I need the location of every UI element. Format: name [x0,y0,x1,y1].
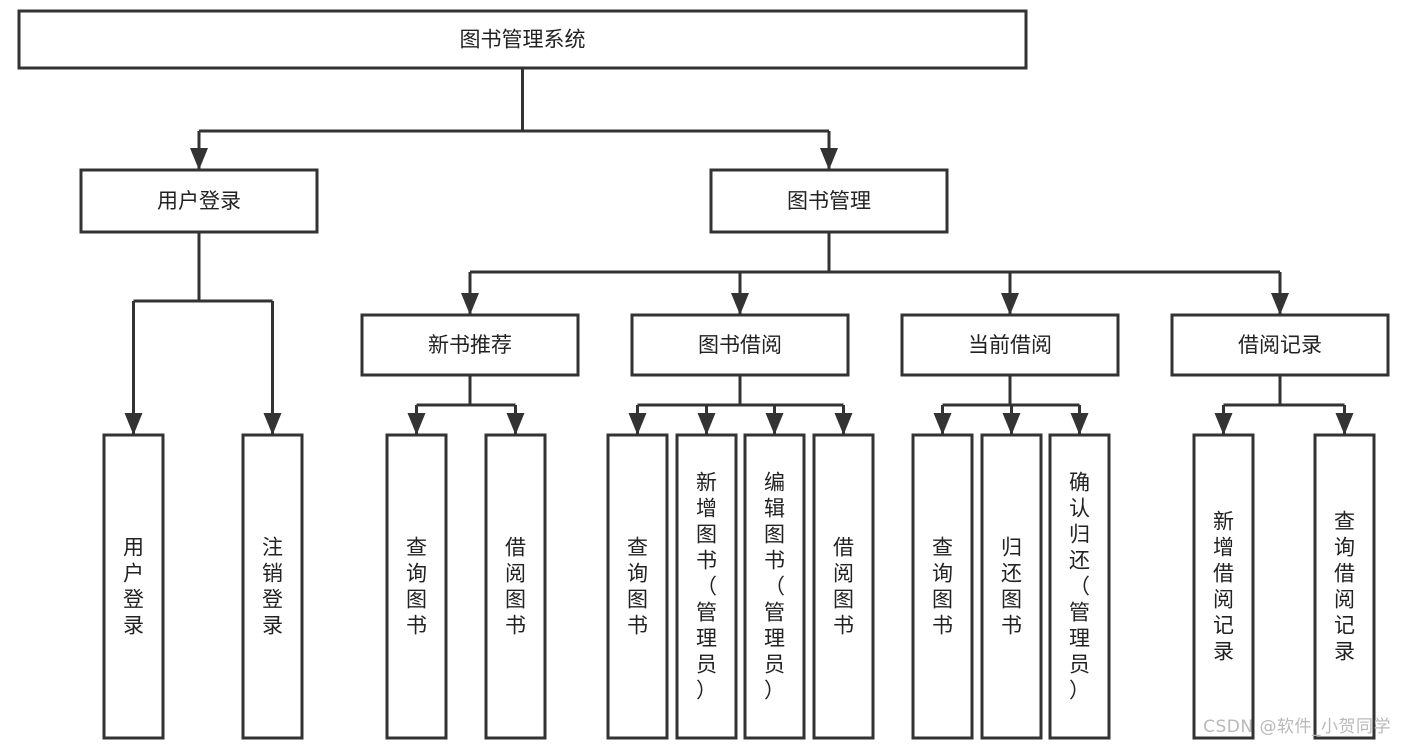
arrow-head-icon [1335,413,1354,435]
arrow-head-icon [1214,413,1233,435]
node-level3-0-新书推荐[interactable]: 新书推荐 [360,313,580,377]
node-leaf-5-新增图书管理员[interactable]: 新增图书（管理员） [675,433,738,740]
node-label: 新书推荐 [428,333,512,357]
connectors-layer [124,68,1354,435]
arrow-head-icon [407,413,426,435]
arrow-head-icon [1002,413,1021,435]
node-label: 归还图书 [1001,536,1022,638]
node-box [484,433,547,740]
node-box [360,313,580,377]
node-label: 借阅图书 [833,536,854,638]
node-box [812,433,875,740]
node-box [911,433,974,740]
node-label: 借阅图书 [505,536,526,638]
watermark-text: CSDN @软件_小贺同学 [1203,717,1391,737]
node-label: 用户登录 [123,536,144,638]
node-box [900,313,1120,377]
node-label: 确认归还（管理员） [1069,471,1090,703]
arrow-head-icon [124,413,143,435]
node-box [606,433,669,740]
node-label: 图书管理 [787,189,871,213]
node-leaf-10-确认归还管理员[interactable]: 确认归还（管理员） [1048,433,1111,740]
node-box [241,433,304,740]
node-level3-1-图书借阅[interactable]: 图书借阅 [630,313,850,377]
node-leaf-3-借阅图书[interactable]: 借阅图书 [484,433,547,740]
node-label: 查询借阅记录 [1334,510,1355,664]
node-label: 当前借阅 [968,333,1052,357]
node-leaf-12-查询借阅记录[interactable]: 查询借阅记录 [1313,433,1376,740]
node-leaf-1-注销登录[interactable]: 注销登录 [241,433,304,740]
node-leaf-7-借阅图书[interactable]: 借阅图书 [812,433,875,740]
node-box [675,433,738,740]
node-label: 图书管理系统 [460,28,586,52]
arrow-head-icon [731,293,749,315]
node-box [102,433,165,740]
node-label: 编辑图书（管理员） [764,471,785,703]
node-label: 用户登录 [157,189,241,213]
node-box [17,9,1028,70]
node-level3-2-当前借阅[interactable]: 当前借阅 [900,313,1120,377]
node-root-0-图书管理系统[interactable]: 图书管理系统 [17,9,1028,70]
arrow-head-icon [820,148,838,170]
arrow-head-icon [765,413,784,435]
node-leaf-6-编辑图书管理员[interactable]: 编辑图书（管理员） [743,433,806,740]
node-label: 新增图书（管理员） [696,471,717,703]
node-box [385,433,448,740]
arrow-head-icon [834,413,853,435]
arrow-head-icon [1070,413,1089,435]
arrow-head-icon [628,413,647,435]
arrow-head-icon [263,413,282,435]
node-box [1170,313,1390,377]
node-box [709,168,949,234]
node-label: 查询图书 [406,536,427,638]
node-label: 查询图书 [627,536,648,638]
node-leaf-9-归还图书[interactable]: 归还图书 [980,433,1043,740]
node-box [1313,433,1376,740]
arrow-head-icon [933,413,952,435]
arrow-head-icon [190,148,208,170]
node-leaf-4-查询图书[interactable]: 查询图书 [606,433,669,740]
arrow-head-icon [461,293,479,315]
node-box [980,433,1043,740]
node-label: 借阅记录 [1238,333,1322,357]
node-box [1192,433,1255,740]
node-box [79,168,319,234]
node-box [630,313,850,377]
node-label: 查询图书 [932,536,953,638]
node-label: 新增借阅记录 [1213,510,1234,664]
node-leaf-0-用户登录[interactable]: 用户登录 [102,433,165,740]
arrow-head-icon [1001,293,1019,315]
nodes-layer: 图书管理系统用户登录图书管理新书推荐图书借阅当前借阅借阅记录用户登录注销登录查询… [17,9,1390,740]
node-label: 注销登录 [262,536,283,638]
node-level3-3-借阅记录[interactable]: 借阅记录 [1170,313,1390,377]
node-box [743,433,806,740]
node-label: 图书借阅 [698,333,782,357]
arrow-head-icon [697,413,716,435]
node-leaf-2-查询图书[interactable]: 查询图书 [385,433,448,740]
arrow-head-icon [1271,293,1289,315]
arrow-head-icon [506,413,525,435]
node-leaf-8-查询图书[interactable]: 查询图书 [911,433,974,740]
node-level2-0-用户登录[interactable]: 用户登录 [79,168,319,234]
node-box [1048,433,1111,740]
node-leaf-11-新增借阅记录[interactable]: 新增借阅记录 [1192,433,1255,740]
node-level2-1-图书管理[interactable]: 图书管理 [709,168,949,234]
